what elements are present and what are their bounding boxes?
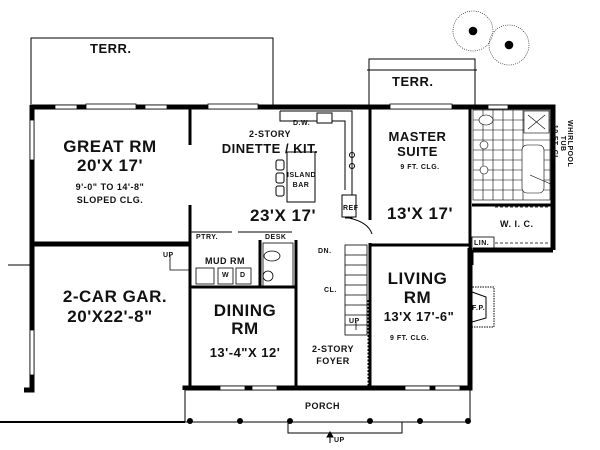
porch (0, 390, 471, 434)
fireplace-label: F.P. (472, 305, 486, 312)
refrigerator-label: REF (343, 205, 359, 212)
living-line1: LIVING (387, 269, 448, 288)
dining-line1: DINING (213, 301, 277, 320)
dishwasher-label: D.W. (293, 120, 311, 127)
tree-icon (452, 10, 530, 66)
master-line2: SUITE (397, 144, 438, 159)
mud-room-name: MUD RM (205, 256, 245, 266)
stairs-down-label: DN. (318, 248, 332, 255)
mud-room-fixtures (169, 242, 294, 288)
wic-label: W. I. C. (500, 219, 534, 229)
whirlpool-line1: WHIRLPOOL (566, 120, 573, 168)
dining-size: 13'-4"X 12' (209, 345, 281, 360)
desk-label: DESK (265, 234, 287, 241)
foyer-line2: FOYER (316, 356, 350, 366)
entry-arrow (326, 431, 334, 443)
bar-label: BAR (292, 182, 310, 189)
great-room-ceiling: 9'-0" TO 14'-8" (75, 182, 145, 192)
foyer-line1: 2-STORY (311, 344, 354, 354)
garage-up-label: UP (163, 252, 174, 259)
windows (29, 103, 509, 391)
linen-label: LIN. (474, 240, 490, 247)
porch-up-label: UP (334, 437, 345, 444)
great-room-name: GREAT RM (63, 137, 157, 156)
interior-walls (188, 107, 553, 390)
dinette-prefix: 2-STORY (248, 129, 291, 139)
whirlpool-line3: 10 FT. CL. (551, 124, 559, 163)
washer-label: W (222, 272, 230, 279)
garage-name: 2-CAR GAR. (62, 287, 168, 306)
fireplace (469, 286, 495, 328)
dining-line2: RM (231, 319, 259, 338)
living-size: 13'X 17'-6" (383, 309, 455, 324)
living-line2: RM (403, 288, 432, 307)
master-ceiling: 9 FT. CLG. (400, 164, 440, 171)
master-bath (472, 109, 554, 201)
walk-in-closet (471, 206, 550, 250)
island-label: ISLAND (287, 172, 317, 179)
pantry-label: PTRY. (196, 234, 219, 241)
dinette-size: 23'X 17' (250, 206, 316, 225)
great-room-size: 20'X 17' (77, 156, 143, 175)
terrace-label-left: TERR. (90, 41, 132, 56)
dryer-label: D (240, 272, 246, 279)
kitchen-counters (275, 110, 373, 235)
dinette-name: DINETTE / KIT. (221, 141, 319, 156)
porch-columns (187, 418, 471, 424)
terrace-label-right: TERR. (392, 74, 434, 89)
great-room-ceiling-note: SLOPED CLG. (76, 195, 144, 205)
terrace-outline-left (30, 37, 274, 107)
porch-label: PORCH (305, 401, 341, 411)
staircase (344, 244, 368, 336)
garage-size: 20'X22'-8" (67, 307, 153, 326)
living-ceiling: 9 FT. CLG. (390, 335, 430, 342)
whirlpool-label: WHIRLPOOL TUB 10 FT. CL. (551, 120, 573, 167)
master-size: 13'X 17' (387, 204, 453, 223)
master-line1: MASTER (388, 129, 447, 144)
stairs-up-label: UP (349, 318, 360, 325)
closet-label: CL. (324, 287, 337, 294)
whirlpool-line2: TUB (558, 135, 566, 152)
thin-walls (190, 231, 369, 388)
